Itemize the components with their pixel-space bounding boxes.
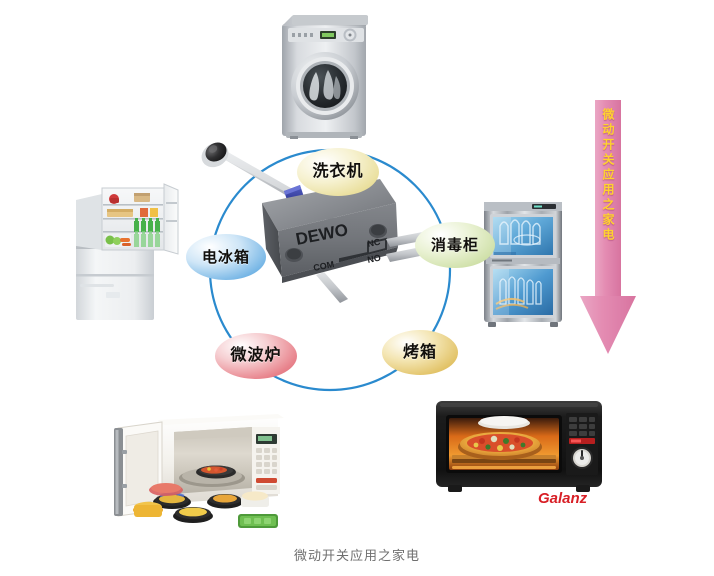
photo-toaster-oven: Galanz xyxy=(432,393,608,505)
arrow-shaft xyxy=(595,100,621,296)
label-microwave-text: 微波炉 xyxy=(230,347,282,364)
label-washing-machine-text: 洗衣机 xyxy=(312,163,364,180)
galanz-brand-label: Galanz xyxy=(538,490,588,505)
application-circle-group: DEWO NC NO COM xyxy=(201,142,452,392)
label-oven-text: 烤箱 xyxy=(402,343,437,361)
label-refrigerator-text: 电冰箱 xyxy=(201,248,250,266)
label-washing-machine[interactable]: 洗衣机 xyxy=(297,148,379,196)
label-microwave[interactable]: 微波炉 xyxy=(215,333,297,379)
arrow-head-icon xyxy=(580,296,636,354)
label-sterilizer-cabinet[interactable]: 消毒柜 xyxy=(415,222,495,268)
photo-microwave-oven xyxy=(100,392,296,532)
terminal-label-nc: NC xyxy=(366,237,381,249)
photo-sterilizer-cabinet xyxy=(480,196,566,328)
application-arrow: 微动开关应用之家电 xyxy=(580,100,636,354)
photo-refrigerator xyxy=(62,174,188,324)
terminal-label-com: COM xyxy=(312,259,335,273)
label-oven[interactable]: 烤箱 xyxy=(382,330,458,375)
label-refrigerator[interactable]: 电冰箱 xyxy=(186,234,266,280)
label-sterilizer-cabinet-text: 消毒柜 xyxy=(430,236,479,254)
photo-washing-machine xyxy=(276,6,372,139)
page-caption: 微动开关应用之家电 xyxy=(293,548,420,563)
arrow-label: 微动开关应用之家电 xyxy=(601,108,615,243)
terminal-label-no: NO xyxy=(366,253,381,265)
micro-switch-illustration: DEWO NC NO COM xyxy=(201,142,432,303)
